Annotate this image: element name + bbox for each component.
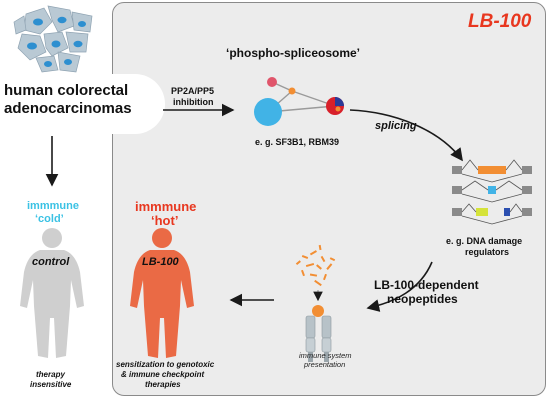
hot-label-line2: ‘hot’ <box>151 213 179 228</box>
dna-damage-line1: e. g. DNA damage <box>446 236 523 246</box>
exon-row-1 <box>452 159 532 183</box>
cold-human-figure <box>20 228 84 358</box>
spliceosome-examples: e. g. SF3B1, RBM39 <box>255 137 340 147</box>
neopeptides-line2: neopeptides <box>387 292 458 306</box>
dna-damage-line2: regulators <box>465 247 510 257</box>
hot-label-line1: immmune <box>135 199 197 214</box>
exon-row-2 <box>452 180 532 203</box>
tumor-label-bubble <box>0 74 165 134</box>
arrow-splicing <box>349 109 463 162</box>
exon-row-3 <box>452 203 532 225</box>
network-node-large <box>254 98 282 126</box>
presentation-line1: immune system <box>299 351 352 360</box>
inhibition-label-line2: inhibition <box>173 97 214 107</box>
hot-figure-label: LB-100 <box>142 256 179 268</box>
tumor-label-line2: adenocarcinomas <box>4 100 132 117</box>
hot-caption-line3: therapies <box>145 380 181 389</box>
cold-caption-line2: insensitive <box>30 380 72 389</box>
hot-caption-line1: sensitization to genotoxic <box>116 360 215 369</box>
hot-human-figure <box>130 228 194 358</box>
tumor-label-line1: human colorectal <box>4 82 129 99</box>
splicing-label: splicing <box>375 120 417 132</box>
cold-figure-label: control <box>32 256 70 268</box>
arrow-neopeptides <box>366 261 433 312</box>
cold-caption-line1: therapy <box>36 370 65 379</box>
presentation-line2: presentation <box>304 360 346 369</box>
cold-label-line1: immmune <box>27 200 79 212</box>
network-node-pink <box>267 77 277 87</box>
inhibition-label-line1: PP2A/PP5 <box>171 86 215 96</box>
lb100-title: LB-100 <box>468 11 532 32</box>
mhc-molecule <box>305 305 332 362</box>
spliceosome-label: ‘phospho-spliceosome’ <box>226 46 361 60</box>
neopeptides-line1: LB-100-dependent <box>374 278 479 292</box>
network-node-small <box>288 87 296 95</box>
hot-caption-line2: & immune checkpoint <box>121 370 205 379</box>
cold-label-line2: ‘cold’ <box>35 213 64 225</box>
peptide-cloud <box>295 244 336 287</box>
